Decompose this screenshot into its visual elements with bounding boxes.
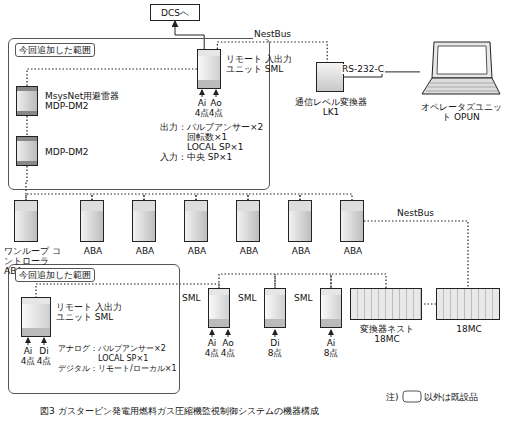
- figure-caption: 図3 ガスタービン発電用燃料ガス圧縮機監視制御システムの機器構成: [40, 406, 319, 416]
- signal-label: Ai 4点: [204, 338, 220, 358]
- device-unit: ABA: [340, 200, 364, 242]
- note-box: [403, 391, 421, 402]
- device-unit: ワンループ コントローラ ABA: [14, 200, 38, 242]
- signal-label: 出力：バルブアンサー×2: [160, 122, 263, 132]
- signal-label: LOCAL SP×1: [187, 142, 244, 152]
- device-unit: ABA: [80, 200, 104, 242]
- device-label: ABA: [229, 246, 269, 256]
- device-unit: ABA: [288, 200, 312, 242]
- region-title: 今回追加した範囲: [15, 268, 95, 282]
- device-unit: リモート 入出力ユニット SML: [197, 49, 221, 89]
- signal-label: Ai 4点: [20, 346, 36, 366]
- device-label: SML: [182, 293, 206, 303]
- signal-label: Di 8点: [267, 338, 283, 358]
- signal-label: LOCAL SP×1: [98, 354, 148, 364]
- device-unit: MsysNet用避雷器 MDP-DM2: [16, 86, 38, 116]
- device-label: 変換器ネスト 18MC: [351, 324, 423, 344]
- device-label: リモート 入出力ユニット SML: [226, 54, 296, 74]
- signal-label: Ao 4点: [208, 98, 224, 118]
- device-label: ABA: [281, 246, 321, 256]
- signal-label: Ai 8点: [323, 338, 339, 358]
- device-label: DCSへ: [161, 8, 189, 18]
- signal-label: 入力：中央 SP×1: [160, 152, 232, 162]
- signal-label: Ao 4点: [220, 338, 236, 358]
- device-unit: SML: [264, 288, 286, 328]
- signal-label: 回転数×1: [187, 132, 227, 142]
- laptop-icon: [420, 40, 502, 98]
- signal-label: Di 4点: [36, 346, 52, 366]
- nestbus-line: [364, 221, 468, 288]
- device-label: 通信レベル変換器 LK1: [293, 97, 369, 117]
- device-unit: 通信レベル変換器 LK1: [316, 62, 344, 92]
- bus-label: NestBus: [253, 29, 292, 39]
- signal-label: デジタル：リモート/ローカル×1: [58, 364, 177, 374]
- device-unit: ABA: [132, 200, 156, 242]
- nestbus-line: [219, 274, 275, 288]
- device-label: MDP-DM2: [45, 147, 105, 157]
- device-label: ABA: [73, 246, 113, 256]
- signal-label: アナログ：バルブアンサー×2: [58, 344, 166, 354]
- nestbus-line: [422, 303, 436, 304]
- device-label: SML: [294, 293, 318, 303]
- note-text: 以外は既設品: [424, 392, 478, 402]
- device-label: 18MC: [437, 324, 501, 334]
- destination-box: DCSへ: [150, 4, 200, 21]
- nestbus-line: [331, 274, 386, 288]
- device-unit: 変換器ネスト 18MC: [350, 288, 422, 320]
- scope-region: 今回追加した範囲 リモート 入出力ユニット SML MsysNet用避雷器 MDP-…: [8, 38, 270, 190]
- region-title: 今回追加した範囲: [15, 43, 95, 57]
- signal-label: Ai 4点: [194, 98, 210, 118]
- note-text: 注): [386, 392, 399, 402]
- device-label: オペレータズユニット OPUN: [417, 102, 505, 122]
- device-label: ABA: [333, 246, 373, 256]
- nestbus-line: [26, 116, 27, 136]
- device-unit: SML: [208, 288, 230, 328]
- device-unit: オペレータズユニット OPUN: [420, 40, 502, 98]
- nestbus-line: [275, 274, 331, 288]
- bus-label: NestBus: [396, 208, 435, 218]
- nestbus-line: [26, 166, 27, 200]
- device-unit: MDP-DM2: [16, 136, 38, 166]
- device-label: ABA: [177, 246, 217, 256]
- device-label: リモート 入出力ユニット SML: [56, 302, 126, 322]
- device-unit: リモート 入出力ユニット SML: [21, 297, 51, 337]
- device-unit: 18MC: [436, 288, 500, 320]
- device-unit: SML: [320, 288, 342, 328]
- signal-line: [175, 21, 204, 49]
- scope-region: 今回追加した範囲リモート 入出力ユニット SML: [8, 264, 180, 394]
- device-label: ABA: [125, 246, 165, 256]
- nestbus-line: [27, 69, 197, 86]
- device-unit: ABA: [236, 200, 260, 242]
- bus-label: RS-232-C: [341, 64, 385, 74]
- device-label: MsysNet用避雷器 MDP-DM2: [45, 91, 125, 111]
- device-unit: ABA: [184, 200, 208, 242]
- device-label: SML: [238, 293, 262, 303]
